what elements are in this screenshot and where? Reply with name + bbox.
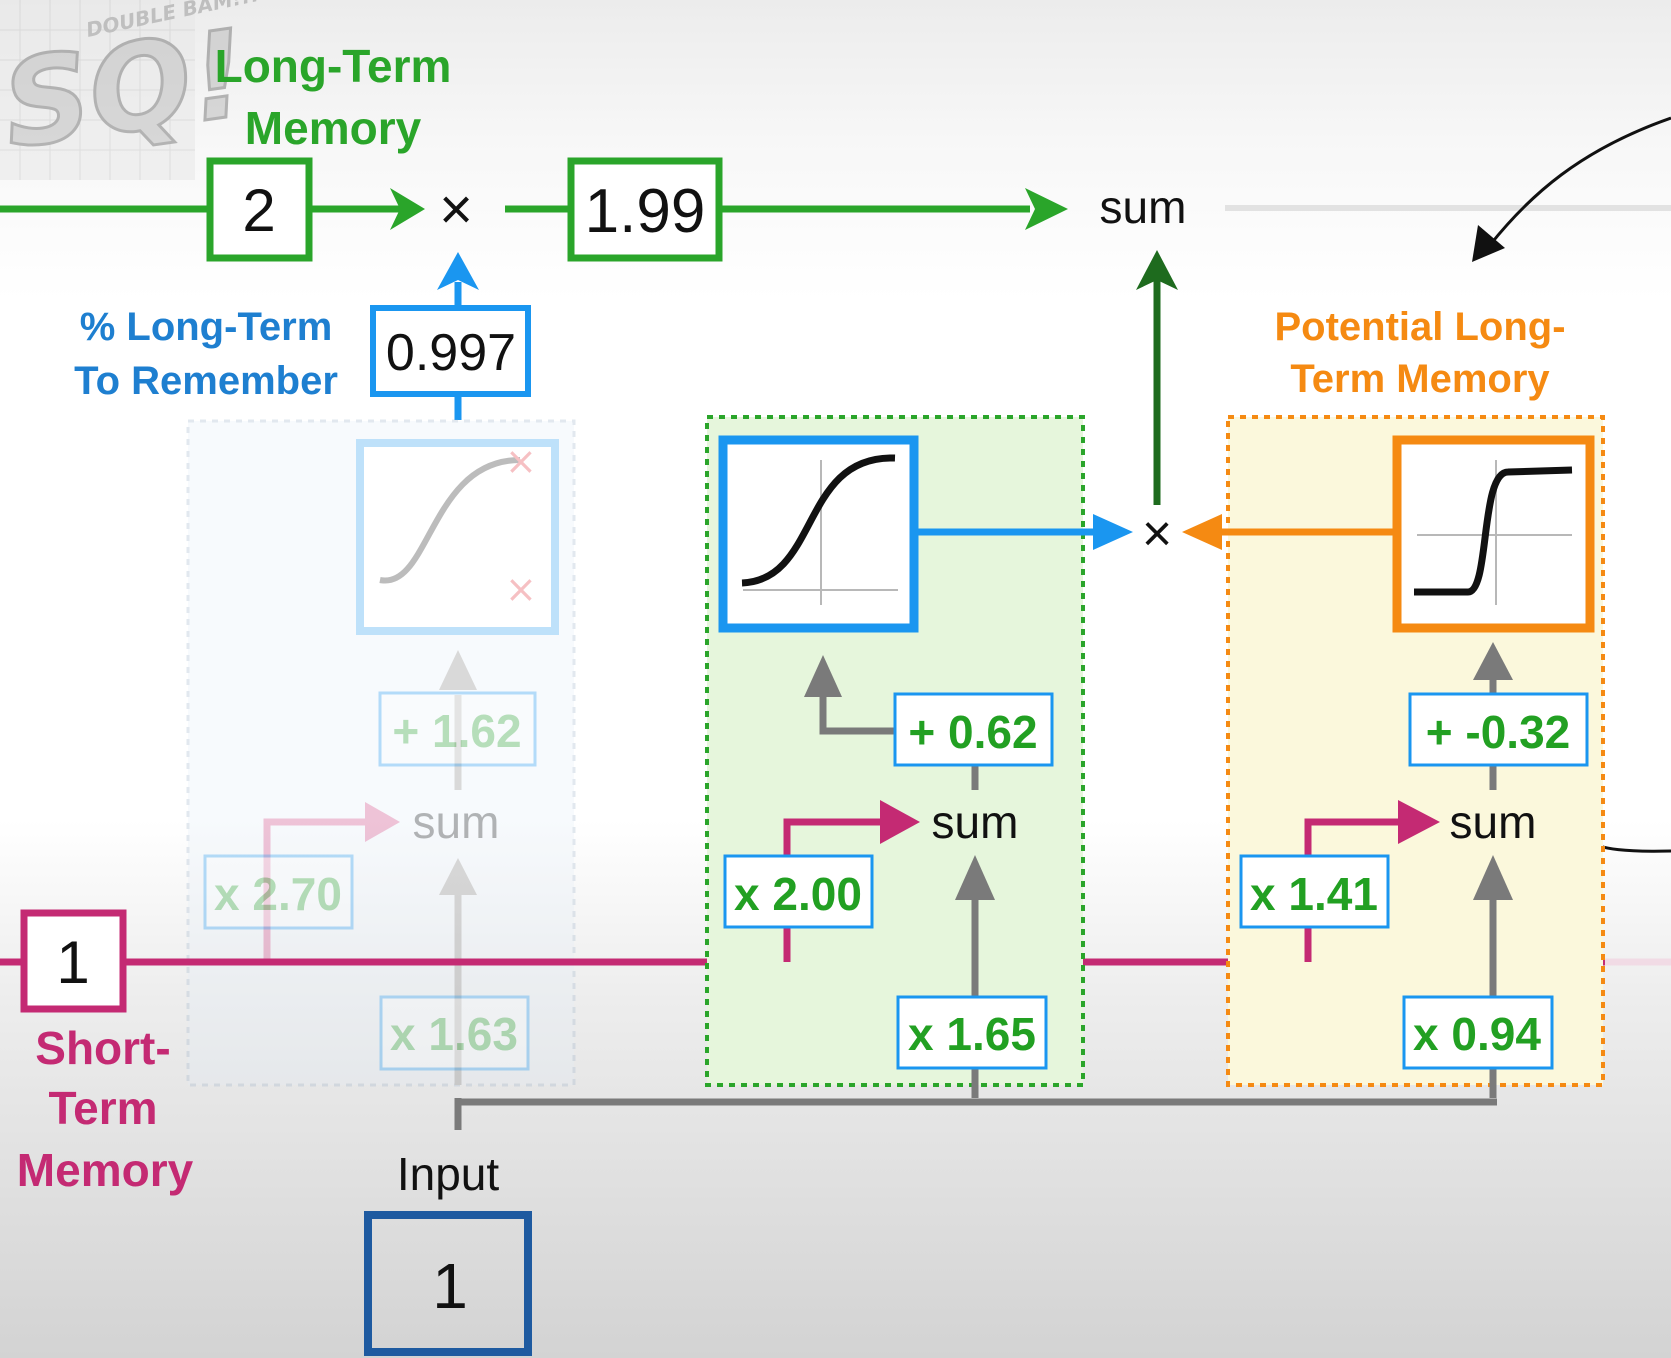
forget-gate-short-term-weight-box: x 2.70 (203, 854, 354, 930)
candidate-input-weight: x 0.94 (1413, 1008, 1541, 1060)
long-term-input-box (206, 157, 313, 262)
long-term-output-value: 1.99 (585, 177, 706, 246)
input-gate-input-weight-box (896, 995, 1048, 1070)
long-term-input-value: 2 (242, 177, 275, 244)
input-gate-sum: sum (932, 796, 1019, 848)
input-gate-bias-box (893, 692, 1054, 767)
candidate-sum: sum (1450, 796, 1537, 848)
short-term-label-line2: Term (48, 1082, 157, 1134)
long-term-title-line1: Long-Term (215, 40, 452, 92)
input-label: Input (397, 1148, 500, 1200)
forget-gate-input-weight: x 1.63 (390, 1008, 518, 1060)
long-term-multiply: × (439, 177, 473, 242)
long-term-output-box (567, 157, 723, 262)
candidate-input-weight-box (1402, 995, 1554, 1070)
forget-gate-short-term-weight: x 2.70 (214, 868, 342, 920)
input-gate-short-term-weight-box (723, 854, 874, 929)
input-gate-input-weight: x 1.65 (908, 1008, 1036, 1060)
forget-gate-sum: sum (413, 796, 500, 848)
forget-gate-label-line2: To Remember (74, 359, 338, 403)
candidate-bias: + -0.32 (1426, 706, 1571, 758)
forget-gate-label-line1: % Long-Term (80, 305, 333, 349)
short-term-label-line1: Short- (35, 1022, 170, 1074)
input-gate-short-term-weight: x 2.00 (734, 868, 862, 920)
candidate-short-term-weight: x 1.41 (1250, 868, 1378, 920)
short-term-box (20, 909, 127, 1013)
forget-gate-output-value: 0.997 (386, 324, 516, 382)
long-term-line (0, 188, 1671, 230)
short-term-label-line3: Memory (17, 1144, 194, 1196)
logo-badge: SQ! DOUBLE BAM!!! (0, 0, 261, 180)
forget-gate-bias-value: + 1.62 (392, 705, 521, 757)
input-gate-bias: + 0.62 (908, 706, 1037, 758)
long-term-sum: sum (1100, 181, 1187, 233)
svg-text:×: × (505, 439, 537, 483)
logo-text: SQ! (0, 5, 255, 176)
forget-gate-input-weight-box: x 1.63 (379, 995, 530, 1071)
svg-text:×: × (505, 567, 537, 611)
middle-multiply: × (1142, 505, 1172, 563)
candidate-short-term-weight-box (1239, 854, 1390, 929)
long-term-title-line2: Memory (245, 102, 422, 154)
forget-gate-bias-box: + 1.62 (378, 691, 537, 767)
input-value: 1 (432, 1250, 468, 1322)
forget-gate-block: × × (186, 419, 576, 1087)
input-bus (454, 1098, 1497, 1130)
candidate-label-line2: Term Memory (1290, 357, 1550, 401)
input-box (364, 1211, 532, 1356)
candidate-bias-box (1408, 692, 1589, 767)
candidate-label-line1: Potential Long- (1274, 305, 1565, 349)
short-term-value: 1 (56, 929, 89, 996)
forget-gate-output-box (370, 305, 531, 397)
candidate-block (1208, 415, 1605, 1098)
